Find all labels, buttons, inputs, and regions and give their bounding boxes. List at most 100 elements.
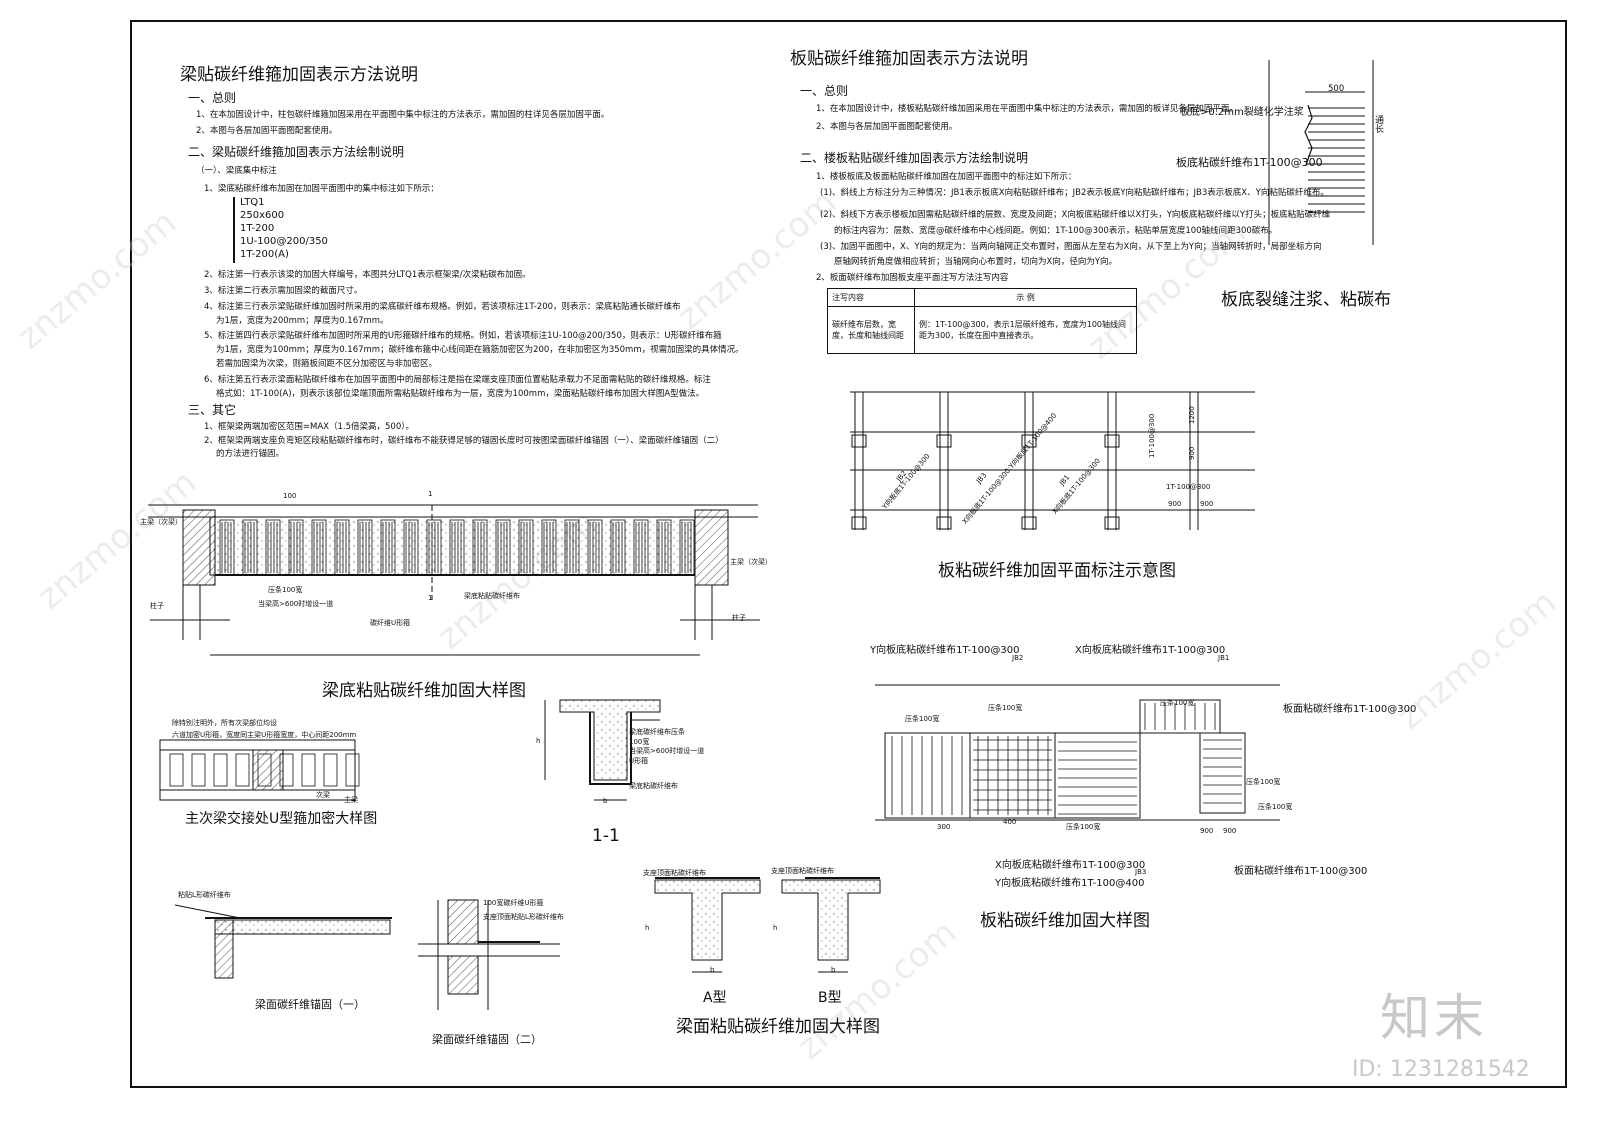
anchor-label: 支座顶面粘贴L形碳纤维布 bbox=[483, 913, 564, 921]
plan-dim: 1T-100@300 bbox=[1166, 483, 1211, 491]
note-line: 原轴网转折角度做相应转折；当轴网向心布置时，切向为X向，径向为Y向。 bbox=[834, 257, 1118, 267]
detail-dim: 900 bbox=[1223, 827, 1237, 835]
section-caption: 1-1 bbox=[592, 826, 620, 846]
junction-strip bbox=[279, 753, 294, 787]
note-line: 2、框架梁两端支座负弯矩区段粘贴碳纤维布时，碳纤维布不能获得足够的锚固长度时可按… bbox=[204, 436, 724, 446]
u-hoop-strip bbox=[242, 519, 258, 576]
u-hoop-strip bbox=[311, 519, 327, 576]
u-hoop-strip bbox=[633, 519, 649, 576]
beam-label: 压条100宽 bbox=[268, 586, 303, 594]
detail-label: Y向板底粘碳纤维布1T-100@400 bbox=[995, 878, 1145, 889]
detail-label: X向板底粘碳纤维布1T-100@300 bbox=[1075, 645, 1226, 656]
note-line: 5、标注第四行表示梁贴碳纤维布加固时所采用的U形箍碳纤维布的规格。例如，若该项标… bbox=[204, 331, 722, 341]
junction-note: 六道加密U形箍，宽度同主梁U形箍宽度，中心间距200mm bbox=[172, 731, 357, 739]
detail-label: 压条100宽 bbox=[905, 715, 940, 723]
u-hoop-strip bbox=[449, 519, 465, 576]
code-line: 250x600 bbox=[240, 210, 285, 221]
legend-cell: 例：1T-100@300，表示1层碳纤维布，宽度为100轴线间距为300，长度在… bbox=[914, 306, 1137, 354]
u-hoop-strip bbox=[380, 519, 396, 576]
junction-strip bbox=[191, 753, 206, 787]
crack-side: 通长 bbox=[1373, 115, 1383, 133]
note-line: (2)、斜线下方表示楼板加固需粘贴碳纤维的层数、宽度及间距；X向板底粘碳纤维以X… bbox=[820, 210, 1331, 220]
znzmo-logo: 知末 bbox=[1380, 989, 1488, 1047]
u-hoop-strip bbox=[265, 519, 281, 576]
anchor-label: 粘贴L形碳纤维布 bbox=[178, 891, 231, 899]
note-line: 3、标注第二行表示需加固梁的截面尺寸。 bbox=[204, 286, 363, 296]
note-line: 1、框架梁两端加密区范围=MAX（1.5倍梁高，500）。 bbox=[204, 422, 414, 432]
image-id: ID: 1231281542 bbox=[1352, 1057, 1530, 1082]
section-label: 梁底粘碳纤维布 bbox=[629, 782, 678, 790]
type-a-label: A型 bbox=[703, 990, 727, 1006]
section-label: 当梁高>600时增设一道 bbox=[629, 747, 705, 755]
detail-label: 压条100宽 bbox=[988, 704, 1023, 712]
u-hoop-strip bbox=[610, 519, 626, 576]
detail-label: JB2 bbox=[1012, 654, 1024, 662]
note-line: 为1层，宽度为200mm；厚度为0.167mm。 bbox=[216, 316, 389, 326]
code-line: 1U-100@200/350 bbox=[240, 236, 328, 247]
plan-caption: 板粘碳纤维加固平面标注示意图 bbox=[938, 561, 1176, 581]
note-line: 若需加固梁为次梁，则箍板间距不区分加密区与非加密区。 bbox=[216, 359, 438, 369]
crack-spec: 板底粘碳纤维布1T-100@300 bbox=[1176, 156, 1323, 169]
detail-label: 板面粘碳纤维布1T-100@300 bbox=[1283, 704, 1417, 715]
left-title: 梁贴碳纤维箍加固表示方法说明 bbox=[180, 65, 418, 85]
plan-column bbox=[1021, 516, 1037, 530]
u-hoop-strip bbox=[587, 519, 603, 576]
code-bracket bbox=[233, 197, 235, 263]
type-label: b bbox=[831, 966, 836, 974]
beam-label: 1 bbox=[428, 490, 433, 498]
beam-label: 1 bbox=[428, 594, 433, 602]
note-line: 2、标注第一行表示该梁的加固大样编号，本图共分LTQ1表示框架梁/次梁粘碳布加固… bbox=[204, 270, 531, 280]
u-hoop-strip bbox=[564, 519, 580, 576]
beam-caption: 梁底粘贴碳纤维加固大样图 bbox=[322, 681, 526, 701]
u-hoop-strip bbox=[403, 519, 419, 576]
anchor-2-detail bbox=[418, 899, 560, 1010]
junction-note: 除特别注明外，所有次梁部位均设 bbox=[172, 719, 277, 727]
crack-detail bbox=[1268, 60, 1374, 245]
beam-label: 梁底粘贴碳纤维布 bbox=[464, 592, 520, 600]
note-line: (3)、加固平面图中，X、Y向的规定为：当两向轴网正交布置时，图面从左至右为X向… bbox=[820, 242, 1322, 252]
code-line: 1T-200(A) bbox=[240, 249, 289, 260]
junction-strips bbox=[169, 753, 360, 787]
plan-grid bbox=[850, 391, 1255, 530]
crack-strips bbox=[1308, 107, 1365, 213]
plan-column bbox=[936, 516, 952, 530]
u-hoop-strip bbox=[541, 519, 557, 576]
section-label: 梁底碳纤维布压条 bbox=[629, 728, 685, 736]
crack-dim: 500 bbox=[1328, 84, 1345, 94]
plan-column bbox=[1104, 434, 1120, 448]
anchor2-caption: 梁面碳纤维锚固（二） bbox=[432, 1033, 542, 1046]
junction-strip bbox=[169, 753, 184, 787]
u-hoop-strip bbox=[357, 519, 373, 576]
u-hoop-strip bbox=[656, 519, 672, 576]
note-line: 格式如：1T-100(A)，则表示该部位梁端顶面所需粘贴碳纤维布为一层，宽度为1… bbox=[216, 389, 705, 399]
beam-label: 当梁高>600时增设一道 bbox=[258, 600, 334, 608]
left-section-2: 二、梁贴碳纤维箍加固表示方法绘制说明 bbox=[188, 145, 405, 159]
detail-label: 压条100宽 bbox=[1258, 803, 1293, 811]
legend-table: 注写内容 示 例 碳纤维布层数，宽度，长度和轴线间距 例：1T-100@300，… bbox=[827, 288, 1137, 354]
junction-caption: 主次梁交接处U型箍加密大样图 bbox=[185, 811, 378, 827]
type-label: h bbox=[773, 924, 778, 932]
u-hoop-strip bbox=[495, 519, 511, 576]
section-label: b bbox=[603, 797, 608, 805]
plan-column bbox=[936, 434, 952, 448]
detail-dim: 400 bbox=[1003, 818, 1017, 826]
note-line: 6、标注第五行表示梁面粘贴碳纤维布在加固平面图中的局部标注是指在梁端支座顶面位置… bbox=[204, 375, 711, 385]
note-line: （一）、梁底集中标注 bbox=[196, 166, 277, 176]
junction-strip bbox=[235, 753, 250, 787]
u-hoop-strip bbox=[426, 519, 442, 576]
type-a-b-detail bbox=[654, 877, 881, 973]
crack-label: 板底>0.2mm裂缝化学注浆 bbox=[1180, 107, 1304, 118]
junction-label: 次梁 bbox=[316, 791, 330, 799]
right-section-2: 二、楼板粘贴碳纤维加固表示方法绘制说明 bbox=[800, 151, 1029, 165]
u-hoop-strip bbox=[679, 519, 695, 576]
junction-strip bbox=[345, 753, 360, 787]
u-hoop-strip bbox=[518, 519, 534, 576]
junction-strip bbox=[213, 753, 228, 787]
note-line: 的方法进行锚固。 bbox=[216, 449, 285, 459]
u-hoop-strip bbox=[288, 519, 304, 576]
left-section-3: 三、其它 bbox=[188, 403, 237, 417]
beam-label: 主梁（次梁） bbox=[730, 558, 772, 566]
note-line: 的标注内容为：层数、宽度@碳纤维布中心线间距。例如：1T-100@300表示，粘… bbox=[834, 226, 1278, 236]
note-line: 2、本图与各层加固平面图配套使用。 bbox=[816, 122, 958, 132]
type-label: h bbox=[645, 924, 650, 932]
